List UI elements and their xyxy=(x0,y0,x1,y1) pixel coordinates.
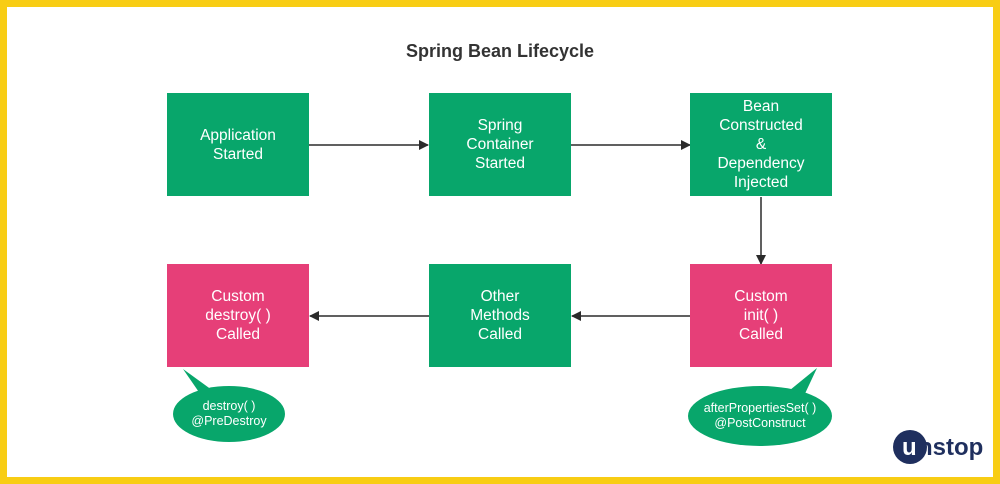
node-custom-destroy: Custom destroy( ) Called xyxy=(167,264,309,367)
node-custom-init: Custom init( ) Called xyxy=(690,264,832,367)
callout-init-line1: afterPropertiesSet( ) xyxy=(703,401,817,415)
callout-init-line2: @PostConstruct xyxy=(714,416,806,430)
callout-destroy-line1: destroy( ) xyxy=(202,399,256,413)
unstop-logo: u nstop xyxy=(891,424,991,470)
svg-text:u: u xyxy=(902,434,917,461)
callout-destroy-bubble xyxy=(173,369,285,442)
diagram-title: Spring Bean Lifecycle xyxy=(405,41,595,61)
node-bean-constructed: Bean Constructed & Dependency Injected xyxy=(690,93,832,196)
svg-text:nstop: nstop xyxy=(918,434,983,461)
connector-layer xyxy=(173,140,832,446)
callout-init-bubble xyxy=(688,368,832,446)
node-container-started: Spring Container Started xyxy=(429,93,571,196)
node-application-started: Application Started xyxy=(167,93,309,196)
callout-destroy-line2: @PreDestroy xyxy=(191,414,267,428)
callout-destroy-text: destroy( ) @PreDestroy xyxy=(173,399,285,429)
callout-init-text: afterPropertiesSet( ) @PostConstruct xyxy=(687,401,833,431)
node-other-methods: Other Methods Called xyxy=(429,264,571,367)
